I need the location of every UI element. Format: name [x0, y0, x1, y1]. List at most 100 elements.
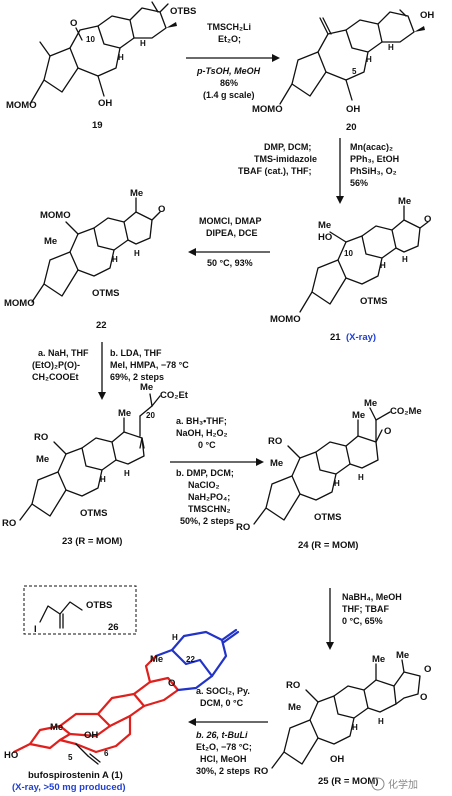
c19-momo-label: MOMO [6, 100, 37, 111]
step5-line-4: b. DMP, DCM; [176, 468, 234, 478]
c22-momo-label: MOMO [4, 298, 35, 309]
compound-23-label: 23 (R = MOM) [62, 536, 122, 547]
step2-left-line-2: TMS-imidazole [254, 154, 317, 164]
c25-me-label: Me [372, 654, 385, 665]
step2-right-line-1: Mn(acac)₂ [350, 142, 393, 152]
step1-line-1: TMSCH₂Li [207, 22, 251, 32]
step2-right-line-3: PhSiH₃, O₂ [350, 166, 397, 176]
c20-c5-number: 5 [352, 67, 357, 76]
c26-iodo-label: I [34, 624, 37, 635]
c20-h-label: H [366, 55, 372, 64]
step3-line-2: DIPEA, DCE [206, 228, 258, 238]
c23-me-label-3: Me [36, 454, 49, 465]
c23-me-label-2: Me [140, 382, 153, 393]
c22-momo-top-label: MOMO [40, 210, 71, 221]
step6-line-3: 0 °C, 65% [342, 616, 383, 626]
compound-bufospirostenin-a: OH Me HO 5 6 O 22 Me H bufospirostenin A… [4, 628, 240, 793]
c24-me-label: Me [352, 410, 365, 421]
product-c22-number: 22 [186, 655, 195, 664]
step2-left-line-1: DMP, DCM; [264, 142, 311, 152]
c20-oh-top-label: OH [420, 10, 434, 21]
c21-ketone-o-label: O [424, 214, 431, 225]
c25-ring-o-label: O [420, 692, 427, 703]
c23-r-o-label: RO [2, 518, 16, 529]
c21-h-label-2: H [402, 255, 408, 264]
arrow-step-3: MOMCl, DMAP DIPEA, DCE 50 °C, 93% [188, 216, 270, 268]
step5-line-5: NaClO₂ [188, 480, 220, 490]
c23-otms-label: OTMS [80, 508, 107, 519]
c21-me-label-2: Me [318, 220, 331, 231]
c25-h-label: H [352, 723, 358, 732]
step4-left-line-1: a. NaH, THF [38, 348, 89, 358]
step5-line-1: a. BH₃•THF; [176, 416, 227, 426]
c22-me-label: Me [130, 188, 143, 199]
c23-ro-label: RO [34, 432, 48, 443]
c22-h-label: H [112, 255, 118, 264]
c24-h-label: H [334, 479, 340, 488]
c26-otbs-label: OTBS [86, 600, 112, 611]
step5-line-7: TMSCHN₂ [188, 504, 231, 514]
watermark-logo-icon [371, 777, 385, 791]
step3-line-1: MOMCl, DMAP [199, 216, 262, 226]
step3-line-3: 50 °C, 93% [207, 258, 253, 268]
product-oh-label: OH [84, 730, 98, 741]
product-me-label: Me [50, 722, 63, 733]
step2-right-line-2: PPh₃, EtOH [350, 154, 399, 164]
c21-me-label: Me [398, 196, 411, 207]
c21-ho-label: HO [318, 232, 332, 243]
c25-lactone-o-label: O [424, 664, 431, 675]
arrow-step-2: DMP, DCM; TMS-imidazole TBAF (cat.), THF… [238, 138, 399, 204]
step1-line-3: p-TsOH, MeOH [196, 66, 261, 76]
compound-21-label: 21 [330, 332, 341, 343]
watermark-text: 化学加 [388, 778, 418, 791]
c21-h-label: H [380, 261, 386, 270]
step5-line-3: 0 °C [198, 440, 216, 450]
c19-h-label-2: H [140, 39, 146, 48]
c24-ketone-o-label: O [384, 426, 391, 437]
c19-c10-number: 10 [86, 35, 95, 44]
step4-right-line-1: b. LDA, THF [110, 348, 162, 358]
step5-line-6: NaH₂PO₄; [188, 492, 230, 502]
c19-oh-label: OH [98, 98, 112, 109]
compound-20-label: 20 [346, 122, 357, 133]
c21-otms-label: OTMS [360, 296, 387, 307]
step6-line-1: NaBH₄, MeOH [342, 592, 402, 602]
c24-r-o-label: RO [236, 522, 250, 533]
c19-otbs-label: OTBS [170, 6, 196, 17]
product-c5-number: 5 [68, 753, 73, 762]
step2-left-line-3: TBAF (cat.), THF; [238, 166, 312, 176]
arrow-step-1: TMSCH₂Li Et₂O; p-TsOH, MeOH 86% (1.4 g s… [186, 22, 280, 100]
arrow-step-4: a. NaH, THF (EtO)₂P(O)- CH₂COOEt b. LDA,… [32, 342, 189, 400]
c19-ketone-o-label: O [70, 18, 77, 29]
step4-right-line-3: 69%, 2 steps [110, 372, 164, 382]
compound-24-label: 24 (R = MOM) [298, 540, 358, 551]
c23-h-label: H [100, 475, 106, 484]
compound-25-label: 25 (R = MOM) [318, 776, 378, 787]
step7-line-3: b. 26, t-BuLi [196, 730, 248, 740]
step5-line-8: 50%, 2 steps [180, 516, 234, 526]
compound-21-xray-note: (X-ray) [346, 332, 376, 343]
c22-h-label-2: H [134, 249, 140, 258]
c23-co2et-label: CO₂Et [160, 390, 189, 401]
step4-right-line-2: MeI, HMPA, −78 °C [110, 360, 189, 370]
product-xray-note: (X-ray, >50 mg produced) [12, 782, 126, 793]
product-c6-number: 6 [104, 749, 109, 758]
compound-22: O Me MOMO Me H H MOMO OTMS 22 [4, 188, 165, 331]
compound-19-label: 19 [92, 120, 103, 131]
c25-oh-label: OH [330, 754, 344, 765]
c23-me-label: Me [118, 408, 131, 419]
c20-oh-label: OH [346, 104, 360, 115]
c22-otms-label: OTMS [92, 288, 119, 299]
c20-momo-label: MOMO [252, 104, 283, 115]
c21-momo-label: MOMO [270, 314, 301, 325]
c19-h-label: H [118, 53, 124, 62]
step6-line-2: THF; TBAF [342, 604, 389, 614]
compound-26: OTBS I 26 [23, 585, 137, 635]
product-o-label: O [168, 678, 175, 689]
c24-ro-label: RO [268, 436, 282, 447]
c23-h-label-2: H [124, 469, 130, 478]
product-name-label: bufospirostenin A (1) [28, 770, 123, 781]
step4-left-line-2: (EtO)₂P(O)- [32, 360, 80, 370]
arrow-step-7: a. SOCl₂, Py. DCM, 0 °C b. 26, t-BuLi Et… [188, 686, 268, 776]
